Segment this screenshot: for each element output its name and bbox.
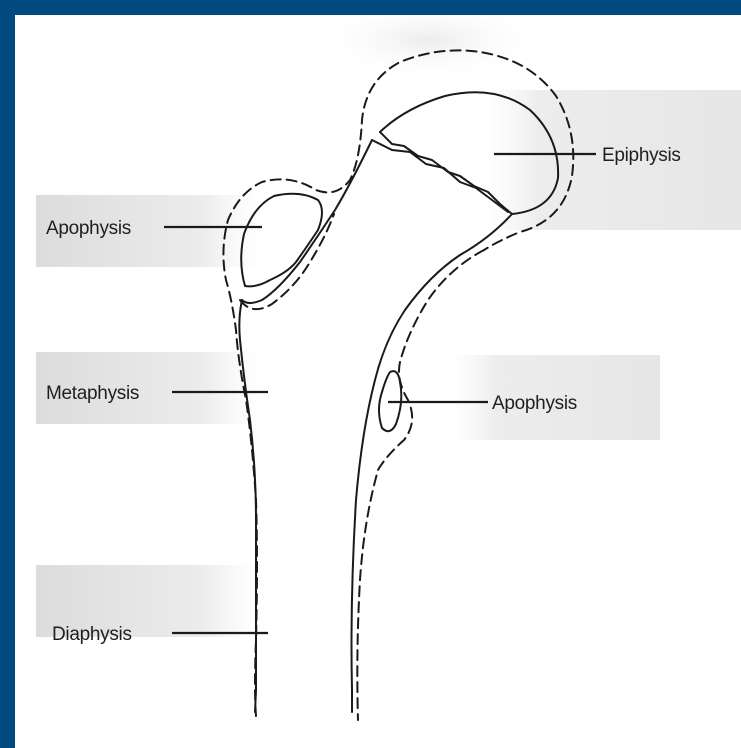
- top-shade: [310, 15, 550, 80]
- label-epiphysis: Epiphysis: [602, 145, 681, 166]
- periosteum-outline-right: [357, 250, 484, 720]
- label-apophysis-lower: Apophysis: [492, 393, 577, 414]
- bone-diagram: Apophysis Metaphysis Diaphysis Epiphysis…: [15, 15, 741, 748]
- label-metaphysis: Metaphysis: [46, 383, 139, 404]
- medial-cortex: [352, 214, 513, 712]
- label-apophysis-upper: Apophysis: [46, 218, 131, 239]
- diagram-panel: Apophysis Metaphysis Diaphysis Epiphysis…: [15, 15, 741, 748]
- label-diaphysis: Diaphysis: [52, 624, 132, 645]
